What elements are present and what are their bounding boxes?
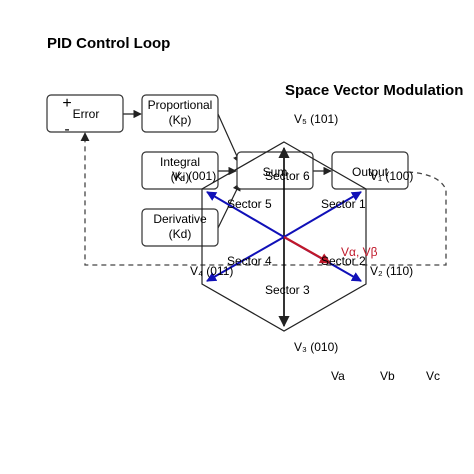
sum-label: Sum bbox=[263, 165, 288, 179]
proportional-gain: (Kp) bbox=[169, 113, 192, 127]
sector-5-label: Sector 5 bbox=[227, 197, 272, 211]
vector-v010-label: V₃ (010) bbox=[294, 340, 338, 354]
plus-sign: + bbox=[62, 95, 71, 112]
proportional-block: Proportional (Kp) bbox=[141, 94, 219, 133]
sector-6-label: Sector 6 bbox=[265, 169, 310, 183]
sector-2-label: Sector 2 bbox=[321, 254, 366, 268]
integral-gain: (Ki) bbox=[171, 170, 190, 184]
vector-v110-label: V₂ (110) bbox=[370, 264, 413, 278]
sum-block: Sum bbox=[236, 151, 314, 190]
phase-va-label: Va bbox=[331, 369, 345, 383]
derivative-block: Derivative (Kd) bbox=[141, 208, 219, 247]
vector-v011-arrow bbox=[206, 236, 285, 282]
reference-vector-label: Vα, Vβ bbox=[341, 245, 378, 259]
sector-1-label: Sector 1 bbox=[321, 197, 366, 211]
sector-4-label: Sector 4 bbox=[227, 254, 272, 268]
sector-3-label: Sector 3 bbox=[265, 283, 310, 297]
svm-hexagon bbox=[201, 141, 367, 332]
proportional-to-sum-arrow bbox=[217, 113, 241, 164]
error-block: Error + - bbox=[46, 94, 124, 138]
vector-v100-arrow bbox=[283, 191, 362, 238]
active-vectors bbox=[206, 146, 362, 328]
reference-vector-arrow bbox=[283, 236, 331, 264]
integral-label: Integral bbox=[160, 155, 200, 169]
derivative-gain: (Kd) bbox=[169, 227, 192, 241]
phase-vc-label: Vc bbox=[426, 369, 440, 383]
svm-title: Space Vector Modulation bbox=[285, 82, 463, 99]
minus-sign: - bbox=[64, 121, 69, 138]
proportional-label: Proportional bbox=[148, 98, 213, 112]
vector-v101-label: V₅ (101) bbox=[294, 112, 338, 126]
integral-block: Integral (Ki) bbox=[141, 151, 219, 190]
derivative-label: Derivative bbox=[153, 212, 207, 226]
phase-vb-label: Vb bbox=[380, 369, 395, 383]
vector-v001-label: V₆ (001) bbox=[172, 169, 216, 183]
vector-v011-label: V₄ (011) bbox=[190, 264, 233, 278]
vector-v001-arrow bbox=[206, 191, 285, 238]
pid-title: PID Control Loop bbox=[47, 35, 170, 52]
error-label: Error bbox=[73, 107, 100, 121]
output-label: Output bbox=[352, 165, 389, 179]
vector-v100-label: V₁ (100) bbox=[370, 169, 413, 183]
